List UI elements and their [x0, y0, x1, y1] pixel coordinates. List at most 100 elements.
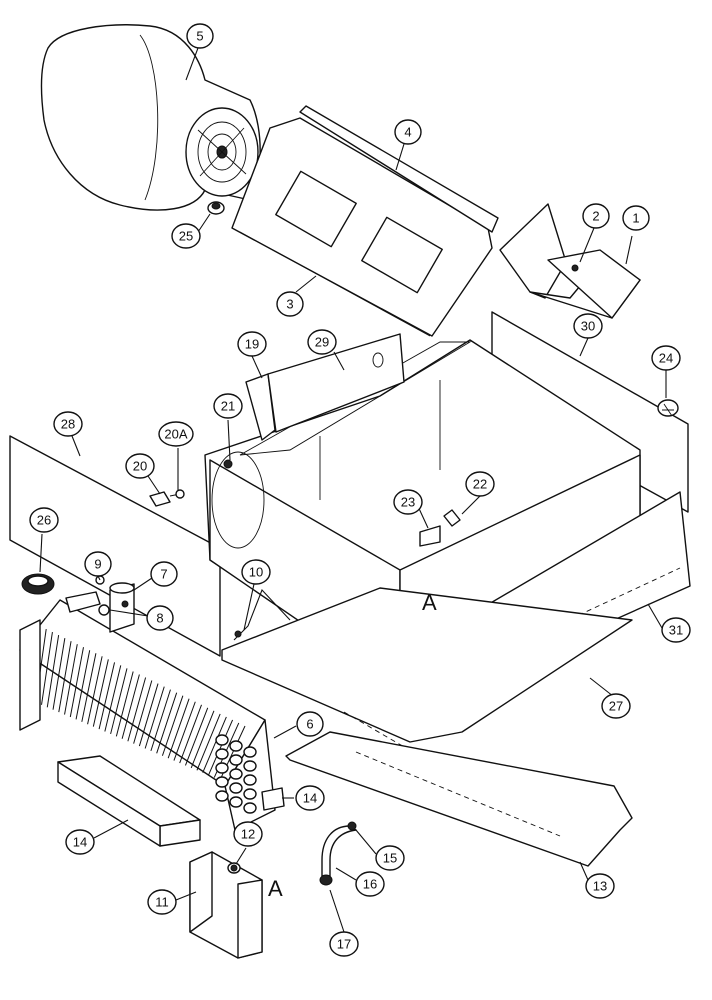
- core-tube-end: [229, 740, 243, 752]
- bottom-gasket-part-27: [221, 587, 633, 771]
- svg-text:5: 5: [196, 29, 203, 44]
- callout-27: 27: [601, 693, 631, 719]
- side-panel-part-28: [9, 435, 221, 657]
- callout-14-left: 14: [65, 829, 95, 855]
- core-tube-end: [215, 790, 229, 802]
- core-tube-end: [229, 768, 243, 780]
- callout-6: 6: [296, 711, 324, 737]
- core-tube-end: [229, 782, 243, 794]
- callout-1: 1: [622, 205, 650, 231]
- bolt-part-22: [443, 509, 461, 527]
- svg-text:21: 21: [221, 399, 235, 414]
- svg-text:26: 26: [37, 513, 51, 528]
- svg-text:1: 1: [632, 211, 639, 226]
- grommet-part-25: [207, 201, 225, 215]
- core-fin-line: [184, 707, 209, 766]
- connector-part-12: [227, 862, 241, 874]
- svg-text:24: 24: [659, 351, 673, 366]
- svg-text:31: 31: [669, 623, 683, 638]
- callout-14-right: 14: [295, 785, 325, 811]
- svg-text:11: 11: [155, 895, 169, 910]
- core-fin-line: [196, 713, 221, 771]
- core-tube-end: [243, 746, 257, 758]
- core-fin-line: [202, 716, 227, 773]
- core-fin-line: [127, 677, 147, 742]
- callout-30: 30: [573, 313, 603, 339]
- svg-text:27: 27: [609, 699, 623, 714]
- core-fin-line: [110, 668, 128, 735]
- core-fin-line: [58, 641, 72, 713]
- svg-text:15: 15: [383, 851, 397, 866]
- washer-part-20A: [175, 489, 185, 499]
- drain-hose-part-16: [321, 825, 357, 877]
- core-fin-line: [64, 644, 78, 715]
- core-fin-line: [138, 683, 159, 747]
- svg-text:16: 16: [363, 877, 377, 892]
- svg-text:4: 4: [404, 125, 411, 140]
- core-fin-line: [167, 698, 190, 759]
- blower-motor-part: [40, 24, 261, 211]
- core-fin-line: [52, 638, 66, 710]
- callout-20a: 20A: [158, 421, 194, 447]
- core-fin-line: [98, 662, 116, 730]
- core-tube-end: [243, 760, 257, 772]
- reference-mark-a-control-box: A: [268, 876, 283, 901]
- core-fin-line: [69, 647, 84, 718]
- core-fin-line: [75, 650, 91, 720]
- core-tube-end: [243, 774, 257, 786]
- callout-24: 24: [651, 345, 681, 371]
- svg-text:20: 20: [133, 459, 147, 474]
- core-fin-line: [156, 692, 178, 754]
- callout-31: 31: [661, 617, 691, 643]
- callout-13: 13: [585, 873, 615, 899]
- callout-9: 9: [84, 551, 112, 577]
- blower-mounting-plate: [231, 105, 499, 337]
- core-tube-end: [243, 788, 257, 800]
- callout-4: 4: [394, 119, 422, 145]
- callout-20: 20: [125, 453, 155, 479]
- leader-lines: [39, 47, 667, 933]
- core-tube-end: [215, 762, 229, 774]
- svg-text:23: 23: [401, 495, 415, 510]
- callout-22: 22: [465, 471, 495, 497]
- callout-12: 12: [233, 821, 263, 847]
- core-fin-line: [179, 704, 202, 764]
- core-fin-line: [150, 689, 171, 752]
- core-fin-line: [41, 631, 53, 705]
- svg-text:14: 14: [73, 835, 87, 850]
- hose-fitting-part-15: [347, 821, 357, 831]
- control-box-part-11: [189, 851, 263, 959]
- hose-cap-part-17: [319, 874, 333, 886]
- callout-3: 3: [276, 291, 304, 317]
- core-fin-line: [144, 686, 165, 749]
- callout-23: 23: [393, 489, 423, 515]
- duct-shield-part-1: [499, 203, 641, 319]
- callout-7: 7: [150, 561, 178, 587]
- core-fin-line: [161, 695, 184, 756]
- svg-text:25: 25: [179, 229, 193, 244]
- callout-8: 8: [146, 605, 174, 631]
- core-fin-line: [92, 659, 109, 727]
- svg-text:22: 22: [473, 477, 487, 492]
- clip-part-10: [233, 588, 291, 641]
- reference-mark-a-housing: A: [422, 590, 437, 615]
- foam-strip-part-14-right: [261, 787, 285, 811]
- core-fin-line: [173, 701, 196, 761]
- core-tube-end: [215, 748, 229, 760]
- valve-part-7: [109, 582, 135, 633]
- foam-strip-part-14-left: [57, 755, 201, 847]
- svg-text:6: 6: [306, 717, 313, 732]
- callout-25: 25: [171, 223, 201, 249]
- svg-text:7: 7: [160, 567, 167, 582]
- svg-text:19: 19: [245, 337, 259, 352]
- floor-cover-part-13: [285, 731, 633, 867]
- callout-28: 28: [53, 411, 83, 437]
- svg-text:2: 2: [592, 209, 599, 224]
- callout-21: 21: [213, 393, 243, 419]
- callout-16: 16: [355, 871, 385, 897]
- fitting-part-8: [98, 604, 110, 616]
- svg-text:30: 30: [581, 319, 595, 334]
- svg-text:14: 14: [303, 791, 317, 806]
- core-fin-line: [115, 671, 134, 737]
